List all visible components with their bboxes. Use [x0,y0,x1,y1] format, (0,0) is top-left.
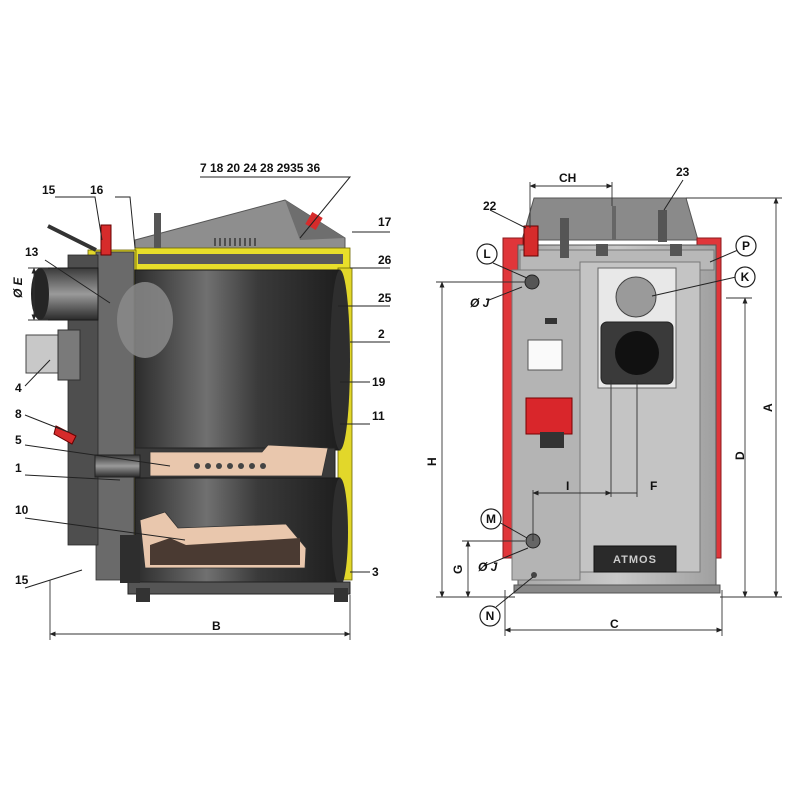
badge-p: P [735,235,757,257]
upper-chamber [134,269,341,451]
callout-22: 22 [483,199,497,213]
door-handle [53,425,77,445]
callout-15-top: 15 [42,183,56,197]
callout-23: 23 [676,165,690,179]
callout-2: 2 [378,327,385,341]
callout-15-bottom: 15 [15,573,29,587]
callout-11: 11 [372,409,385,423]
dim-e-label: Ø E [11,276,25,298]
flue-outlet [615,276,657,318]
cooling-coil [214,238,256,246]
callout-17: 17 [378,215,392,229]
svg-text:K: K [741,270,750,284]
dim-i-label: I [566,479,569,493]
rear-top-cover [521,197,699,241]
dim-b-label: B [212,619,221,633]
port-n [531,572,537,578]
svg-text:N: N [486,609,495,623]
dim-h-label: H [425,457,439,466]
dim-ch-label: CH [559,171,576,185]
svg-text:P: P [742,239,750,253]
port-l [524,274,540,290]
badge-m: M [480,508,502,530]
callout-8: 8 [15,407,22,421]
callout-19: 19 [372,375,386,389]
dim-c-label: C [610,617,619,631]
brand-plate [593,545,677,573]
rear-view: ATMOS [425,165,782,636]
dim-f-label: F [650,479,657,493]
callout-10: 10 [15,503,29,517]
badge-k: K [734,266,756,288]
callout-16: 16 [90,183,104,197]
svg-text:L: L [483,247,490,261]
callout-1: 1 [15,461,22,475]
brand-name: ATMOS [613,554,657,566]
base-frame [127,581,351,595]
safety-valve [100,224,112,256]
controller-panel [527,339,563,371]
dim-j-bottom-label: Ø J [478,560,498,574]
top-callouts-label: 7 18 20 24 28 2935 36 [200,161,320,175]
dim-g-label: G [451,565,465,574]
callout-5: 5 [15,433,22,447]
callout-3: 3 [372,565,379,579]
callout-25: 25 [378,291,392,305]
callout-13: 13 [25,245,39,259]
rear-leader-lines [483,179,739,608]
refractory-nozzle [149,444,329,477]
dim-j-top-label: Ø J [470,296,490,310]
side-section-view: 7 18 20 24 28 2935 36 15 16 17 13 26 25 … [11,161,392,640]
dim-b [49,580,351,640]
svg-text:M: M [486,512,496,526]
rear-dimension-lines [436,182,782,636]
callout-4: 4 [15,381,22,395]
badge-n: N [479,605,501,627]
dim-d-label: D [733,451,747,460]
dim-e [28,267,48,321]
dim-a-label: A [761,403,775,412]
callout-26: 26 [378,253,392,267]
side-leader-lines [24,176,390,589]
badge-l: L [476,243,498,265]
inlet-pipe-22 [523,225,539,257]
flue-pipe [39,267,99,321]
controller-unit [525,397,573,435]
